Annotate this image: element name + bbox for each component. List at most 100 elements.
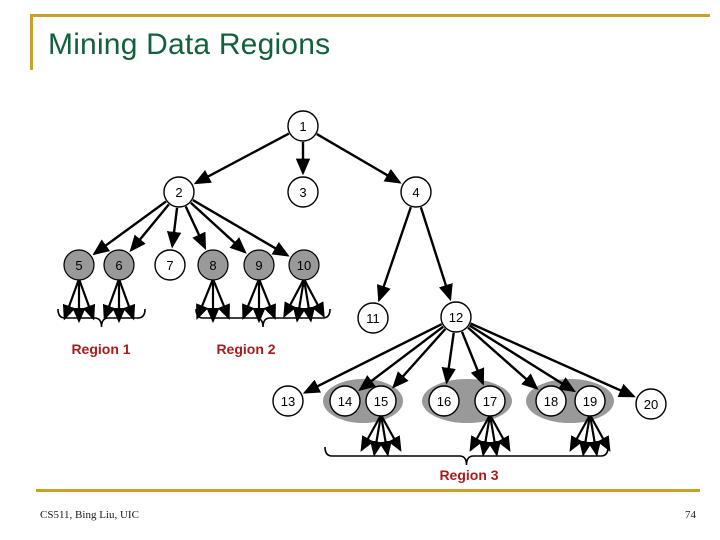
region-label: Region 1 — [71, 341, 130, 357]
node-circle — [287, 176, 319, 208]
node-circle — [163, 176, 195, 208]
leaf-edge — [360, 414, 382, 452]
node-label: 6 — [115, 258, 122, 273]
tree-node-18[interactable]: 18 — [535, 385, 567, 417]
tree-node-1[interactable]: 1 — [287, 110, 319, 142]
tree-node-7[interactable]: 7 — [154, 249, 186, 281]
tree-edge — [468, 324, 576, 393]
node-label: 19 — [583, 394, 597, 409]
group-ellipses-layer — [323, 379, 614, 423]
group-ellipse — [526, 379, 614, 423]
tree-edge — [470, 322, 636, 398]
tree-node-12[interactable]: 12 — [440, 301, 472, 333]
node-label: 16 — [437, 394, 451, 409]
node-circle — [357, 302, 389, 334]
region-brace — [324, 446, 609, 466]
node-circle — [635, 388, 667, 420]
node-circle — [329, 385, 361, 417]
leaf-edge — [283, 278, 305, 319]
tree-node-3[interactable]: 3 — [287, 176, 319, 208]
leaf-edge — [587, 414, 602, 457]
node-label: 12 — [449, 310, 463, 325]
tree-node-13[interactable]: 13 — [272, 385, 304, 417]
leaf-edge — [242, 278, 261, 320]
node-circle — [474, 385, 506, 417]
leaf-edge — [117, 278, 136, 321]
tree-edge — [467, 326, 539, 391]
tree-node-20[interactable]: 20 — [635, 388, 667, 420]
node-circle — [428, 385, 460, 417]
tree-edge — [358, 325, 444, 391]
node-circle — [197, 249, 229, 281]
node-label: 2 — [175, 185, 182, 200]
tree-node-8[interactable]: 8 — [197, 249, 229, 281]
leaf-edge — [257, 278, 276, 320]
tree-node-16[interactable]: 16 — [428, 385, 460, 417]
node-circle — [574, 385, 606, 417]
leaf-edge — [380, 414, 402, 452]
tree-edge — [392, 328, 447, 389]
node-circle — [535, 385, 567, 417]
region-braces-layer — [57, 308, 609, 466]
footer-credit: CS511, Bing Liu, UIC — [40, 509, 139, 521]
node-label: 3 — [299, 185, 306, 200]
footer-divider — [36, 489, 700, 492]
leaf-edge — [369, 414, 384, 457]
tree-edge — [460, 331, 485, 386]
leaf-edge — [292, 278, 306, 323]
leaf-edge — [478, 414, 493, 457]
node-label: 11 — [366, 311, 380, 326]
node-label: 8 — [209, 258, 216, 273]
node-label: 9 — [255, 258, 262, 273]
region-brace — [57, 308, 146, 328]
leaf-edge — [578, 414, 593, 457]
tree-edge — [190, 201, 247, 254]
leaf-edge — [102, 278, 121, 321]
page-title: Mining Data Regions — [48, 28, 331, 61]
node-circle — [63, 249, 95, 281]
tree-edge — [166, 207, 182, 249]
node-label: 14 — [338, 394, 352, 409]
node-circle — [288, 249, 320, 281]
tree-node-14[interactable]: 14 — [329, 385, 361, 417]
tree-node-15[interactable]: 15 — [365, 385, 397, 417]
node-label: 17 — [483, 394, 497, 409]
node-label: 15 — [374, 394, 388, 409]
leaf-edge — [303, 278, 325, 319]
title-accent-border — [30, 14, 710, 70]
leaf-edge — [589, 414, 611, 452]
leaf-edge — [302, 278, 316, 323]
tree-edge — [129, 203, 170, 253]
node-label: 10 — [297, 258, 311, 273]
node-label: 13 — [281, 394, 295, 409]
region-label: Region 3 — [439, 467, 498, 483]
tree-node-5[interactable]: 5 — [63, 249, 95, 281]
tree-node-11[interactable]: 11 — [357, 302, 389, 334]
tree-node-17[interactable]: 17 — [474, 385, 506, 417]
tree-edge — [92, 200, 167, 256]
tree-node-4[interactable]: 4 — [400, 176, 432, 208]
leaf-fans-layer — [62, 278, 611, 457]
tree-node-2[interactable]: 2 — [163, 176, 195, 208]
tree-node-9[interactable]: 9 — [243, 249, 275, 281]
leaf-edge — [196, 278, 215, 320]
node-label: 4 — [412, 185, 419, 200]
tree-edge — [302, 323, 443, 394]
group-ellipse — [422, 379, 512, 423]
tree-edge — [376, 206, 412, 303]
node-label: 18 — [544, 394, 558, 409]
leaf-edge — [487, 414, 502, 457]
tree-edge — [192, 199, 290, 257]
tree-node-19[interactable]: 19 — [574, 385, 606, 417]
node-circle — [243, 249, 275, 281]
tree-node-6[interactable]: 6 — [103, 249, 135, 281]
tree-edge — [184, 205, 207, 250]
region-label: Region 2 — [216, 341, 275, 357]
tree-node-10[interactable]: 10 — [288, 249, 320, 281]
node-circle — [103, 249, 135, 281]
region-labels-layer: Region 1 Region 2 Region 3 — [71, 341, 498, 483]
